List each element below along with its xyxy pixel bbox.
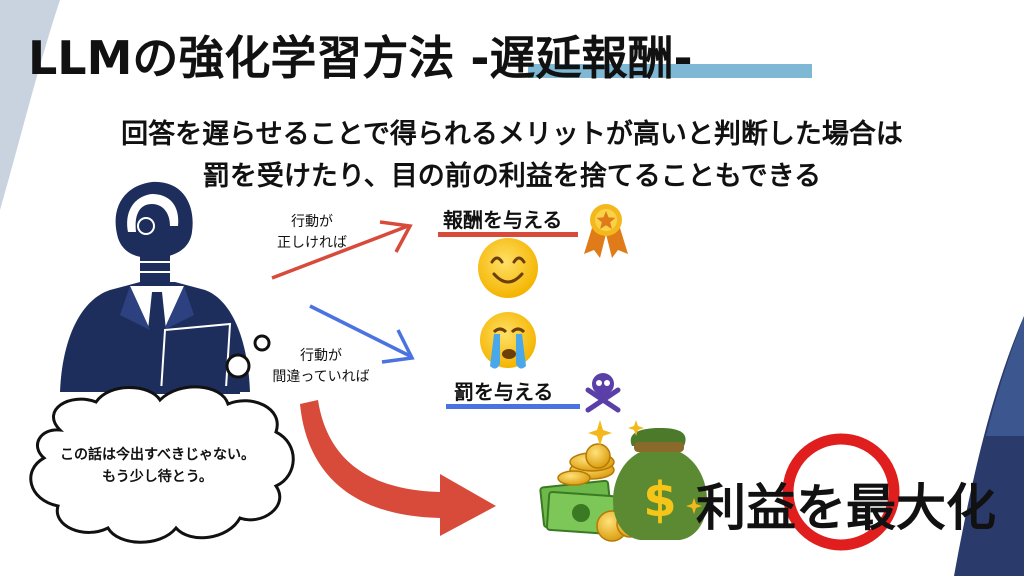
reward-underline [438,232,578,237]
subtitle-line-2: 罰を受けたり、目の前の利益を捨てることもできる [202,161,822,192]
branch-label-correct-line2: 正しければ [277,235,347,251]
subtitle-line-1: 回答を遅らせることで得られるメリットが高いと判断した場合は [121,119,903,150]
corner-decoration-top-left [0,0,60,210]
thought-bubble-line1: この話は今出すべきじゃない。 [59,447,256,463]
arrow-delayed [300,400,496,536]
branch-label-wrong: 行動が 間違っていれば [266,346,376,388]
thought-bubble-line2: もう少し待とう。 [102,469,213,485]
smiling-face-icon [478,238,538,298]
maximize-profit-text: 利益を最大化 [696,479,996,537]
crying-face-icon [480,312,536,369]
branch-label-correct-line1: 行動が [291,214,333,230]
thought-bubble [29,334,295,544]
robot-businessman-icon [60,181,250,394]
page-title: LLMの強化学習方法 -遅延報酬- [28,31,693,85]
sparkle-icon [588,420,702,514]
branch-label-wrong-line1: 行動が [300,348,342,364]
medal-star-icon [584,204,628,258]
penalty-label: 罰を与える [454,380,554,404]
thought-bubble-text: この話は今出すべきじゃない。 もう少し待とう。 [50,444,265,488]
branch-label-wrong-line2: 間違っていれば [272,369,370,385]
reward-label: 報酬を与える [443,208,563,232]
money-bag-icon: $ [613,428,707,540]
arrow-correct [271,220,413,280]
penalty-underline [446,404,580,409]
branch-label-correct: 行動が 正しければ [272,212,352,254]
svg-text:$: $ [643,472,676,528]
corner-decoration-bottom-right [954,316,1024,576]
arrow-wrong [309,304,415,364]
highlight-circle [782,433,900,551]
skull-crossbones-icon [585,373,621,413]
title-underline [528,64,812,78]
